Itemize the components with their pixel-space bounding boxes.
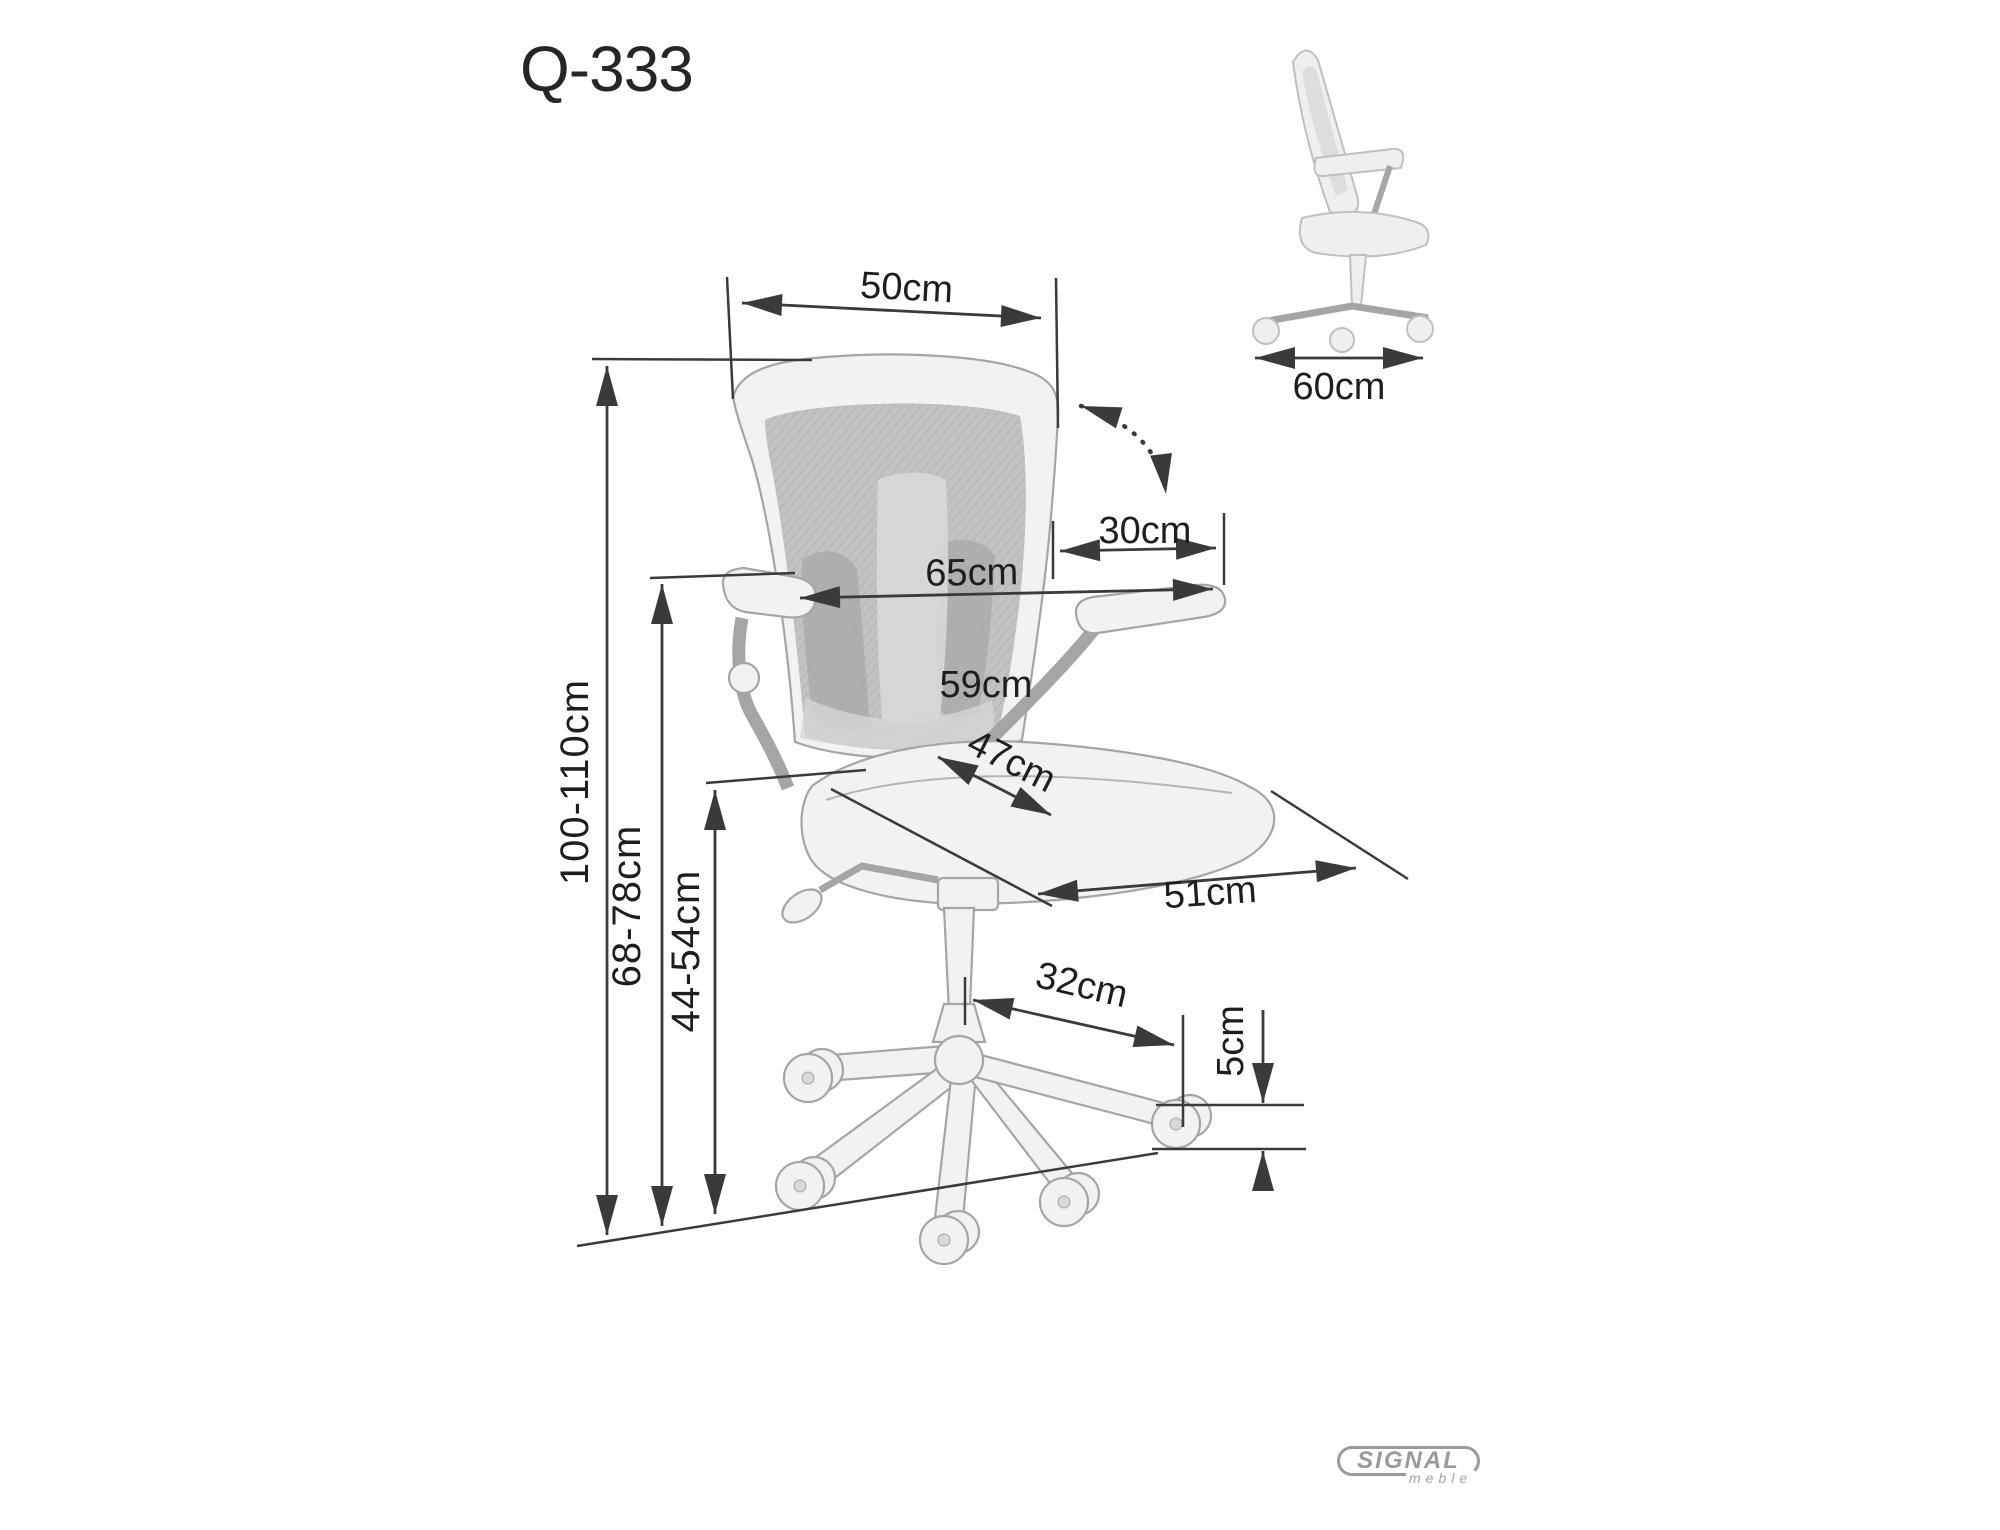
- side-seat: [1298, 210, 1430, 258]
- side-base: [1261, 302, 1429, 326]
- seat-mechanism: [936, 876, 1000, 912]
- logo-tagline-text: meble: [1406, 1470, 1476, 1486]
- dim-backrest-width: 50cm: [725, 265, 1060, 429]
- dim-label-overall-depth: 60cm: [1293, 366, 1386, 408]
- side-column: [1348, 254, 1368, 307]
- page-title: Q-333: [520, 33, 694, 105]
- mesh-lumbar-band: [800, 698, 996, 749]
- dim-label-overall-height: 100-110cm: [553, 679, 597, 885]
- chair-front-sketch: [721, 353, 1276, 1266]
- dim-label-seat-width: 51cm: [1162, 869, 1258, 917]
- caster-wheel: [782, 1047, 845, 1104]
- dim-label-armrest-height: 68-78cm: [605, 825, 649, 988]
- dim-overall-height: 100-110cm: [553, 357, 813, 1235]
- dim-label-overall-width: 65cm: [925, 551, 1019, 595]
- side-caster: [1406, 315, 1434, 343]
- side-caster: [1252, 317, 1280, 345]
- armrest-left: [721, 566, 817, 791]
- side-caster: [1329, 327, 1355, 353]
- dim-label-caster-height: 5cm: [1210, 1005, 1252, 1077]
- dim-label-backrest-height: 59cm: [940, 664, 1033, 706]
- side-armrest: [1313, 147, 1405, 178]
- mesh-lumbar-channel: [876, 472, 948, 726]
- chair-side-sketch: [1252, 49, 1434, 353]
- dim-seat-height: 44-54cm: [664, 768, 867, 1214]
- dim-label-seat-height: 44-54cm: [664, 870, 708, 1033]
- tilt-lever: [781, 862, 939, 924]
- dim-label-backrest-width: 50cm: [859, 265, 954, 312]
- ground-line: [576, 1151, 1159, 1248]
- dim-backrest-fold: 30cm: [1051, 403, 1226, 585]
- dim-label-base-span: 32cm: [1032, 954, 1132, 1016]
- base-star: [800, 1034, 1172, 1234]
- logo-brand-text: SIGNAL: [1357, 1447, 1460, 1474]
- gas-lift-column: [931, 906, 987, 1044]
- dim-caster-height: 5cm: [1152, 1005, 1306, 1191]
- dim-overall-depth: 60cm: [1255, 347, 1423, 408]
- dim-overall-width: 65cm: [799, 551, 1214, 609]
- signal-logo: SIGNAL meble: [1337, 1446, 1497, 1496]
- caster-wheel: [918, 1209, 981, 1266]
- caster-wheel: [774, 1155, 837, 1212]
- dim-seat-width: 51cm: [830, 787, 1409, 917]
- dim-armrest-height: 68-78cm: [605, 571, 796, 1226]
- caster-wheel: [1038, 1171, 1101, 1228]
- fold-direction-arc: [1078, 403, 1172, 497]
- dim-label-backrest-fold: 30cm: [1099, 510, 1192, 552]
